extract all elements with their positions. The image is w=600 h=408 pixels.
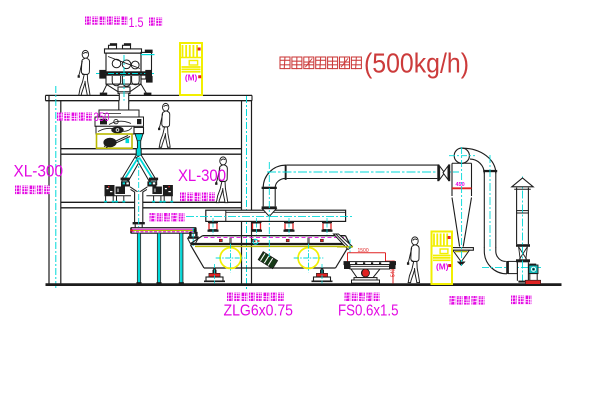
svg-text:(M): (M)	[185, 73, 198, 82]
svg-text:1.5: 1.5	[129, 14, 144, 30]
svg-text:450: 450	[456, 182, 465, 188]
svg-text:540: 540	[391, 268, 397, 277]
svg-text:(500kg/h): (500kg/h)	[364, 48, 469, 79]
svg-text:ZLG6x0.75: ZLG6x0.75	[224, 303, 294, 320]
svg-text:XL-300: XL-300	[14, 162, 64, 181]
svg-text:1500: 1500	[358, 248, 369, 254]
svg-text:XL-300: XL-300	[178, 166, 226, 185]
svg-text:(M): (M)	[436, 262, 449, 271]
svg-text:FS0.6x1.5: FS0.6x1.5	[338, 303, 399, 320]
svg-text:350: 350	[94, 112, 110, 124]
